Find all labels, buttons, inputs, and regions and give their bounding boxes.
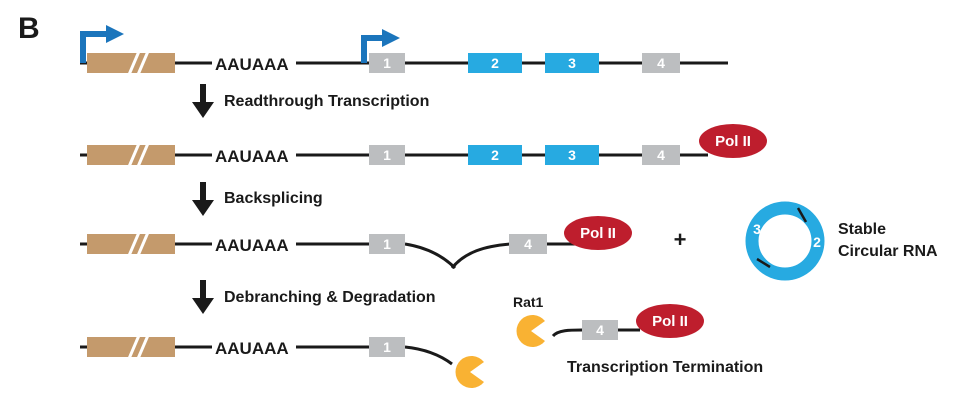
upstream-gene-box xyxy=(87,53,175,73)
exon-4-label: 4 xyxy=(524,236,532,252)
degrading-strand xyxy=(404,345,453,366)
pol2-enzyme xyxy=(699,124,767,158)
polya-label-bg xyxy=(212,233,296,255)
exon-2 xyxy=(468,145,522,165)
exon-2-label: 2 xyxy=(491,55,499,71)
transcription-termination-label: Transcription Termination xyxy=(567,359,763,376)
break-mark-icon xyxy=(126,229,142,259)
circ-exon-3-label: 3 xyxy=(753,221,761,237)
exon-4 xyxy=(509,234,547,254)
break-mark-icon xyxy=(126,332,142,362)
exon-3 xyxy=(545,145,599,165)
promoter-arrowhead-icon xyxy=(106,25,124,43)
exon-4-label: 4 xyxy=(657,147,665,163)
polya-label-bg xyxy=(212,144,296,166)
pol2-enzyme xyxy=(564,216,632,250)
polya-label-bg xyxy=(212,52,296,74)
cleaved-rna-fragment xyxy=(551,328,640,338)
circular-rna-ring xyxy=(745,201,825,281)
upstream-gene-box xyxy=(87,337,175,357)
exon-4 xyxy=(582,320,618,340)
step-arrow-2: Backsplicing xyxy=(192,182,323,216)
upstream-gene-box xyxy=(87,234,175,254)
exon-3-label: 3 xyxy=(568,147,576,163)
plus-sign: + xyxy=(674,227,687,252)
pol2-label: Pol II xyxy=(580,225,616,242)
pol2-label: Pol II xyxy=(652,313,688,330)
polya-signal-label: AAUAAA xyxy=(215,236,289,255)
step-backsplicing-label: Backsplicing xyxy=(224,190,323,207)
exon-4-label: 4 xyxy=(657,55,665,71)
polya-signal-label: AAUAAA xyxy=(215,147,289,166)
circular-rna-label-line1: Stable xyxy=(838,221,886,238)
polya-signal-label: AAUAAA xyxy=(215,55,289,74)
lariat-strand xyxy=(404,242,457,270)
exon-1 xyxy=(369,53,405,73)
exon-4-label: 4 xyxy=(596,322,604,338)
break-mark-icon xyxy=(135,48,151,78)
down-arrowhead-icon xyxy=(192,102,214,118)
exon-2 xyxy=(468,53,522,73)
exon-3 xyxy=(545,53,599,73)
splice-junction-mark xyxy=(796,207,808,223)
row-1-gene-locus: AAUAAA 1 2 3 4 xyxy=(80,25,728,78)
exon-4 xyxy=(642,53,680,73)
break-mark-icon xyxy=(126,140,142,170)
down-arrowhead-icon xyxy=(192,200,214,216)
rat1-label: Rat1 xyxy=(513,294,544,310)
pol2-label: Pol II xyxy=(715,133,751,150)
promoter-arrow-icon xyxy=(361,35,386,63)
break-mark-icon xyxy=(135,140,151,170)
exon-4 xyxy=(642,145,680,165)
exon-1 xyxy=(369,337,405,357)
promoter-arrowhead-icon xyxy=(382,29,400,47)
break-mark-icon xyxy=(126,48,142,78)
splice-junction-mark xyxy=(756,257,771,269)
exon-1-label: 1 xyxy=(383,147,391,163)
exon-1-label: 1 xyxy=(383,55,391,71)
row-4-degradation: AAUAAA 1 Rat1 4 Pol II Transcription Ter… xyxy=(80,294,763,388)
circular-rna-label-line2: Circular RNA xyxy=(838,243,938,260)
step-readthrough-label: Readthrough Transcription xyxy=(224,93,429,110)
exon-1 xyxy=(369,145,405,165)
upstream-gene-box xyxy=(87,145,175,165)
lariat-strand xyxy=(450,242,511,269)
exon-3-label: 3 xyxy=(568,55,576,71)
row-3-backsplicing: AAUAAA 1 4 Pol II + 3 2 Stable Circular … xyxy=(80,201,938,281)
polya-label-bg xyxy=(212,336,296,358)
down-arrowhead-icon xyxy=(192,298,214,314)
pol2-enzyme xyxy=(636,304,704,338)
promoter-arrow-icon xyxy=(80,31,110,63)
break-mark-icon xyxy=(135,229,151,259)
step-arrow-1: Readthrough Transcription xyxy=(192,84,429,118)
exon-1-label: 1 xyxy=(383,339,391,355)
rat1-exonuclease-icon xyxy=(516,315,545,347)
panel-label: B xyxy=(18,12,40,45)
polya-signal-label: AAUAAA xyxy=(215,339,289,358)
circ-exon-2-label: 2 xyxy=(813,234,821,250)
exon-1-label: 1 xyxy=(383,236,391,252)
row-2-readthrough: AAUAAA 1 2 3 4 Pol II xyxy=(80,124,767,170)
rat1-exonuclease-icon xyxy=(455,356,484,388)
break-mark-icon xyxy=(135,332,151,362)
step-debranching-label: Debranching & Degradation xyxy=(224,289,436,306)
step-arrow-3: Debranching & Degradation xyxy=(192,280,436,314)
exon-1 xyxy=(369,234,405,254)
exon-2-label: 2 xyxy=(491,147,499,163)
